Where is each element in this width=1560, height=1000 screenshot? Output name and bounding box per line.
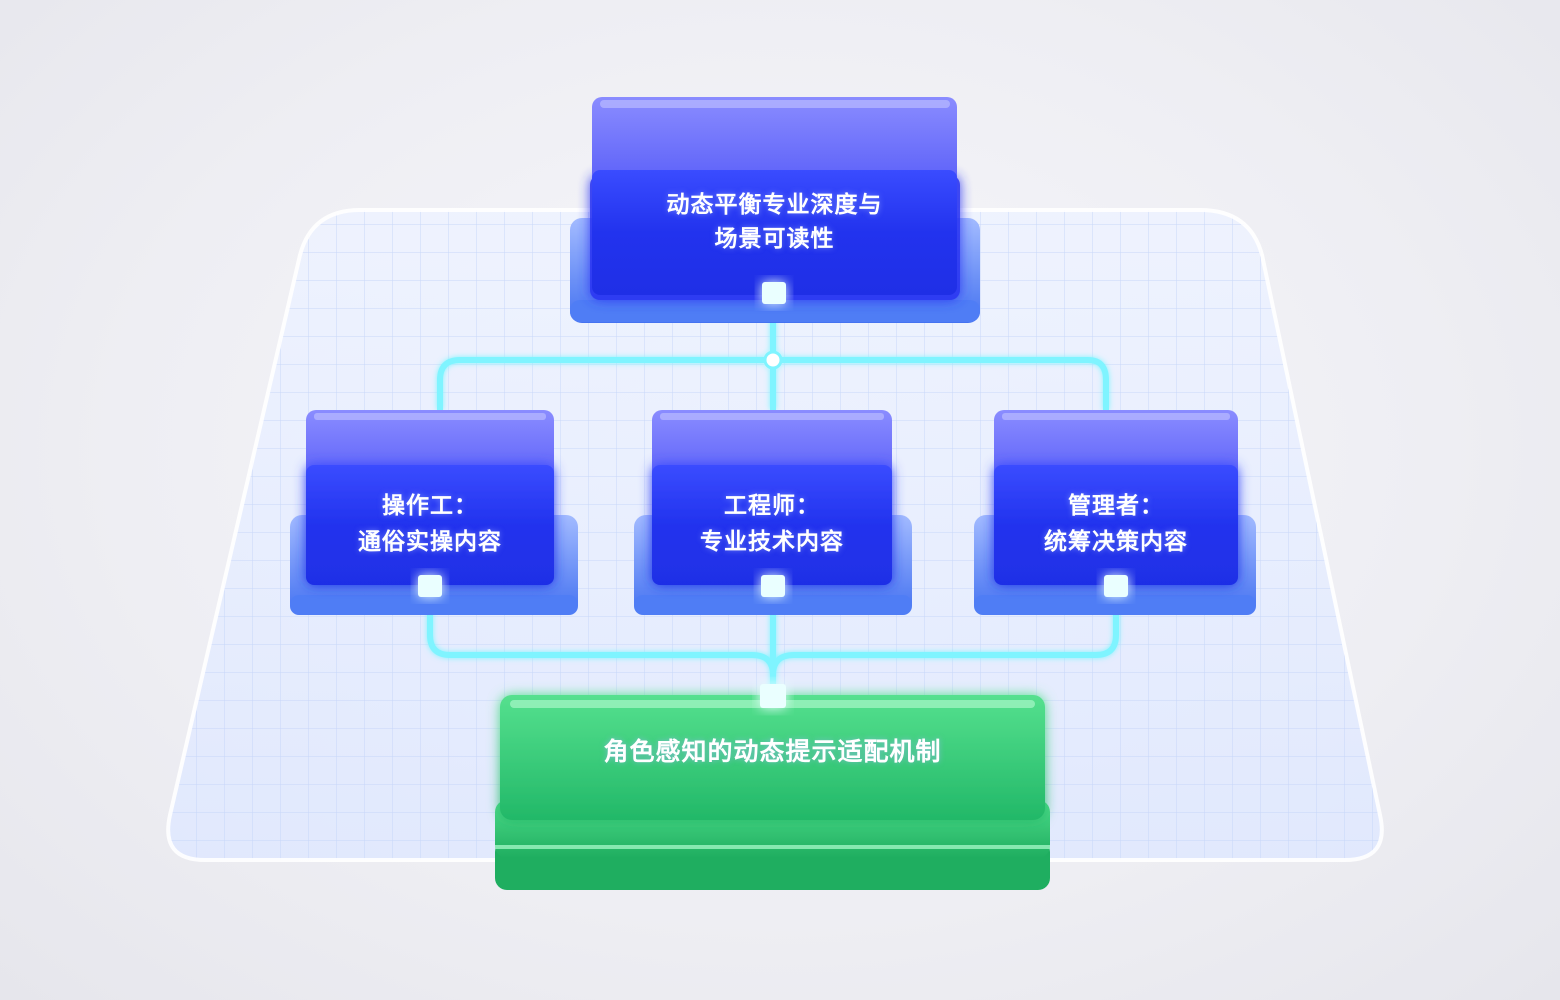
connector-junction-right (773, 357, 1109, 410)
node-operator-label: 操作工： 通俗实操内容 (306, 488, 554, 560)
node-bottom-line-1: 角色感知的动态提示适配机制 (603, 737, 942, 766)
node-engineer-label: 工程师： 专业技术内容 (652, 488, 892, 560)
node-manager-label: 管理者： 统筹决策内容 (994, 488, 1238, 560)
node-top-line-1: 动态平衡专业深度与 (666, 192, 883, 218)
node-engineer-line-2: 专业技术内容 (700, 529, 844, 555)
node-bottom (495, 684, 1050, 890)
node-engineer (634, 410, 912, 615)
node-bottom-label: 角色感知的动态提示适配机制 (500, 734, 1045, 770)
node-manager-line-1: 管理者： (1068, 493, 1164, 519)
node-operator-line-1: 操作工： (382, 493, 478, 519)
node-top (570, 97, 980, 323)
node-top-line-2: 场景可读性 (714, 226, 835, 252)
node-top-label: 动态平衡专业深度与 场景可读性 (592, 188, 957, 256)
node-operator (290, 410, 578, 615)
node-manager-line-2: 统筹决策内容 (1044, 529, 1188, 555)
node-engineer-line-1: 工程师： (724, 493, 820, 519)
junction-node (763, 350, 783, 370)
connector-junction-left (437, 357, 773, 410)
node-manager (974, 410, 1256, 615)
node-operator-line-2: 通俗实操内容 (358, 529, 502, 555)
